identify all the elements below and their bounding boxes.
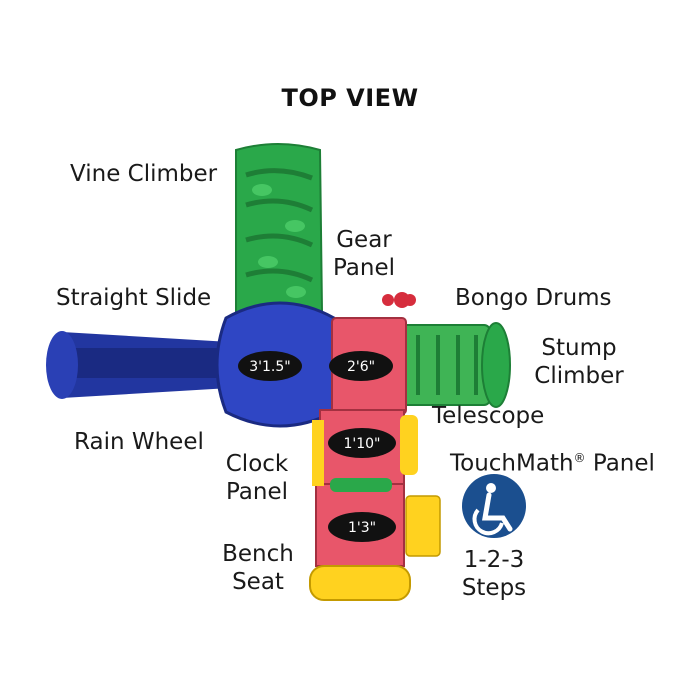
label-clock-panel-line1: Clock — [225, 451, 289, 477]
label-clock-panel-line2: Panel — [225, 479, 289, 505]
label-bench-seat: Bench Seat — [220, 540, 296, 596]
label-steps-line2: Steps — [461, 575, 527, 601]
dim-oval-deck-middle — [328, 428, 396, 458]
yellow-panels-shape — [309, 415, 441, 601]
label-gear-panel-line1: Gear — [336, 227, 392, 253]
label-gear-panel: Gear Panel — [332, 226, 396, 282]
label-stump-climber: Stump Climber — [530, 334, 628, 390]
dim-deck-lower: 1'3" — [348, 520, 376, 536]
straight-slide-shape — [46, 331, 232, 399]
label-clock-panel: Clock Panel — [222, 450, 292, 506]
dim-oval-deck-upper — [329, 351, 393, 381]
page-title: TOP VIEW — [281, 84, 419, 112]
vine-climber-shape — [235, 143, 324, 318]
label-touchmath-suffix: Panel — [585, 450, 655, 477]
label-straight-slide: Straight Slide — [56, 285, 212, 311]
label-stump-climber-line1: Stump — [541, 335, 617, 361]
label-stump-climber-line2: Climber — [534, 363, 624, 389]
accessibility-icon — [462, 474, 526, 538]
label-vine-climber: Vine Climber — [70, 161, 218, 187]
dim-deck-middle: 1'10" — [343, 436, 380, 452]
label-touchmath-name: TouchMath — [450, 450, 574, 477]
dim-oval-deck-lower — [328, 512, 396, 542]
label-steps: 1-2-3 Steps — [458, 546, 530, 602]
label-telescope: Telescope — [432, 403, 545, 429]
label-bongo-drums: Bongo Drums — [455, 285, 612, 311]
label-gear-panel-line2: Panel — [332, 255, 396, 281]
label-rain-wheel: Rain Wheel — [74, 429, 204, 455]
dim-deck-upper: 2'6" — [347, 359, 375, 375]
label-bench-seat-line2: Seat — [232, 569, 284, 595]
label-bench-seat-line1: Bench — [222, 541, 294, 567]
label-steps-line1: 1-2-3 — [463, 547, 525, 573]
label-touchmath-panel: TouchMath® Panel — [450, 444, 655, 478]
dim-slide-deck: 3'1.5" — [249, 359, 290, 375]
stump-climber-shape — [397, 322, 511, 408]
dim-oval-slide-deck — [238, 351, 302, 381]
label-touchmath-registered: ® — [573, 451, 586, 465]
dimension-ovals: 3'1.5" 2'6" 1'10" 1'3" — [238, 351, 396, 542]
